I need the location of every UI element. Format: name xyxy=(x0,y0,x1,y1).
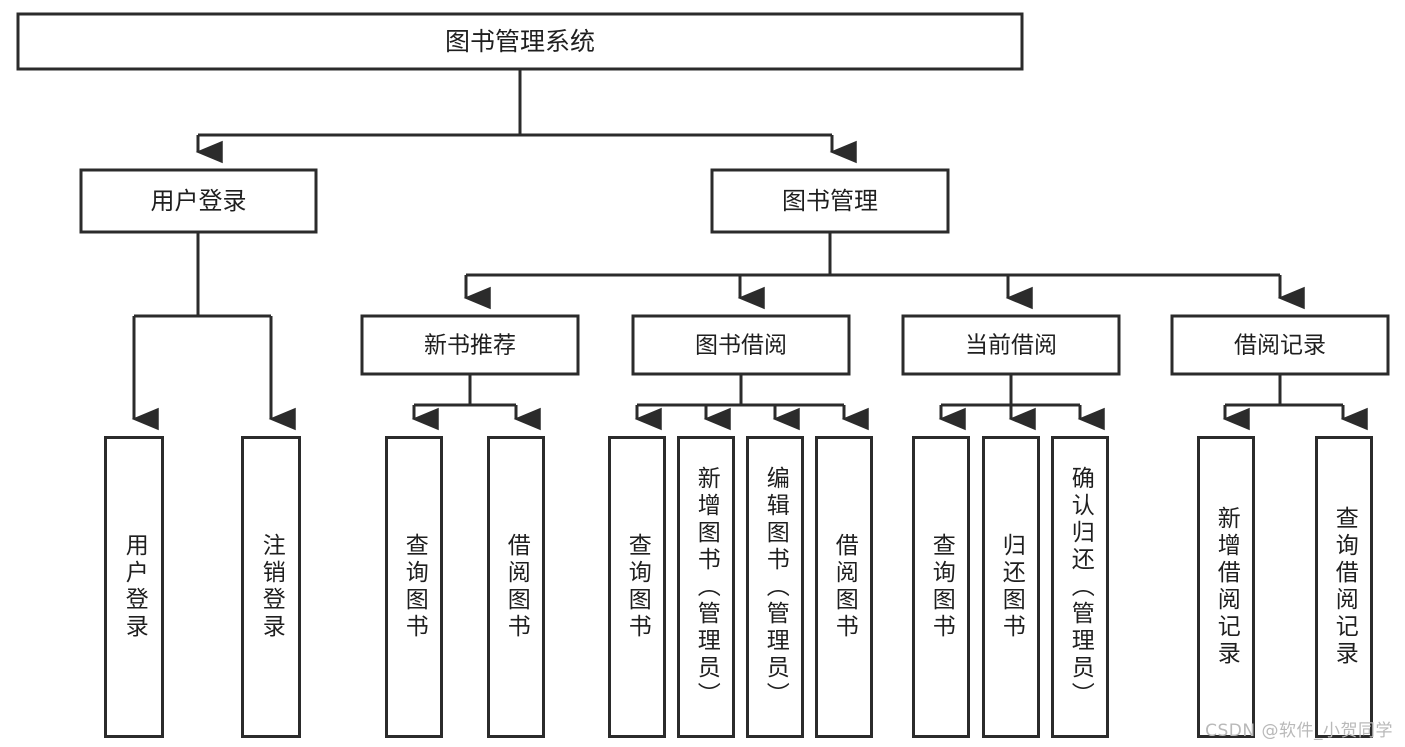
leaf-user-login[interactable]: 用户登录 xyxy=(104,436,164,738)
user-login-box[interactable] xyxy=(79,168,318,234)
node-book-borrow[interactable]: 图书借阅 xyxy=(631,314,851,376)
leaf-query-book-3-label: 查询图书 xyxy=(928,533,955,641)
leaf-query-book-2-label: 查询图书 xyxy=(624,533,651,641)
edges-currentborrow-to-leaves xyxy=(938,374,1105,431)
node-borrow-record[interactable]: 借阅记录 xyxy=(1170,314,1390,376)
leaf-add-book[interactable]: 新增图书（管理员） xyxy=(677,436,735,738)
edges-bookmanage-to-level3 xyxy=(463,232,1305,310)
leaf-query-book-1[interactable]: 查询图书 xyxy=(385,436,443,738)
leaf-return-book-label: 归还图书 xyxy=(998,533,1025,641)
leaf-confirm-return[interactable]: 确认归还（管理员） xyxy=(1051,436,1109,738)
current-borrow-box[interactable] xyxy=(901,314,1121,376)
node-new-book-recommend[interactable]: 新书推荐 xyxy=(360,314,580,376)
book-borrow-label: 图书借阅 xyxy=(695,333,787,359)
root-box[interactable] xyxy=(16,12,1024,71)
edges-newbook-to-leaves xyxy=(411,374,541,431)
leaf-add-book-label: 新增图书（管理员） xyxy=(693,465,720,709)
leaf-borrow-book-1[interactable]: 借阅图书 xyxy=(487,436,545,738)
leaf-borrow-book-2[interactable]: 借阅图书 xyxy=(815,436,873,738)
leaf-add-record[interactable]: 新增借阅记录 xyxy=(1197,436,1255,738)
leaf-user-login-label: 用户登录 xyxy=(121,533,148,641)
book-borrow-box[interactable] xyxy=(631,314,851,376)
root-label: 图书管理系统 xyxy=(445,27,595,56)
borrow-record-box[interactable] xyxy=(1170,314,1390,376)
edges-userlogin-to-leaves xyxy=(131,232,296,431)
current-borrow-label: 当前借阅 xyxy=(965,333,1057,359)
edges-borrowrecord-to-leaves xyxy=(1222,374,1368,431)
node-user-login[interactable]: 用户登录 xyxy=(79,168,318,234)
leaf-query-book-3[interactable]: 查询图书 xyxy=(912,436,970,738)
edges-root-to-level2 xyxy=(195,69,857,164)
leaf-confirm-return-label: 确认归还（管理员） xyxy=(1067,465,1094,709)
node-book-manage[interactable]: 图书管理 xyxy=(710,168,950,234)
new-book-label: 新书推荐 xyxy=(424,333,516,359)
leaf-return-book[interactable]: 归还图书 xyxy=(982,436,1040,738)
leaf-add-record-label: 新增借阅记录 xyxy=(1213,506,1240,668)
leaf-query-book-2[interactable]: 查询图书 xyxy=(608,436,666,738)
leaf-query-record[interactable]: 查询借阅记录 xyxy=(1315,436,1373,738)
leaf-borrow-book-2-label: 借阅图书 xyxy=(831,533,858,641)
user-login-label: 用户登录 xyxy=(151,187,247,215)
node-current-borrow[interactable]: 当前借阅 xyxy=(901,314,1121,376)
leaf-query-book-1-label: 查询图书 xyxy=(401,533,428,641)
leaf-logout-label: 注销登录 xyxy=(258,533,285,641)
leaf-logout[interactable]: 注销登录 xyxy=(241,436,301,738)
new-book-box[interactable] xyxy=(360,314,580,376)
node-root[interactable]: 图书管理系统 xyxy=(16,12,1024,71)
leaf-edit-book-label: 编辑图书（管理员） xyxy=(762,465,789,709)
leaf-query-record-label: 查询借阅记录 xyxy=(1331,506,1358,668)
leaf-borrow-book-1-label: 借阅图书 xyxy=(503,533,530,641)
borrow-record-label: 借阅记录 xyxy=(1234,333,1326,359)
edges-bookborrow-to-leaves xyxy=(634,374,869,431)
book-manage-label: 图书管理 xyxy=(782,187,878,215)
leaf-edit-book[interactable]: 编辑图书（管理员） xyxy=(746,436,804,738)
